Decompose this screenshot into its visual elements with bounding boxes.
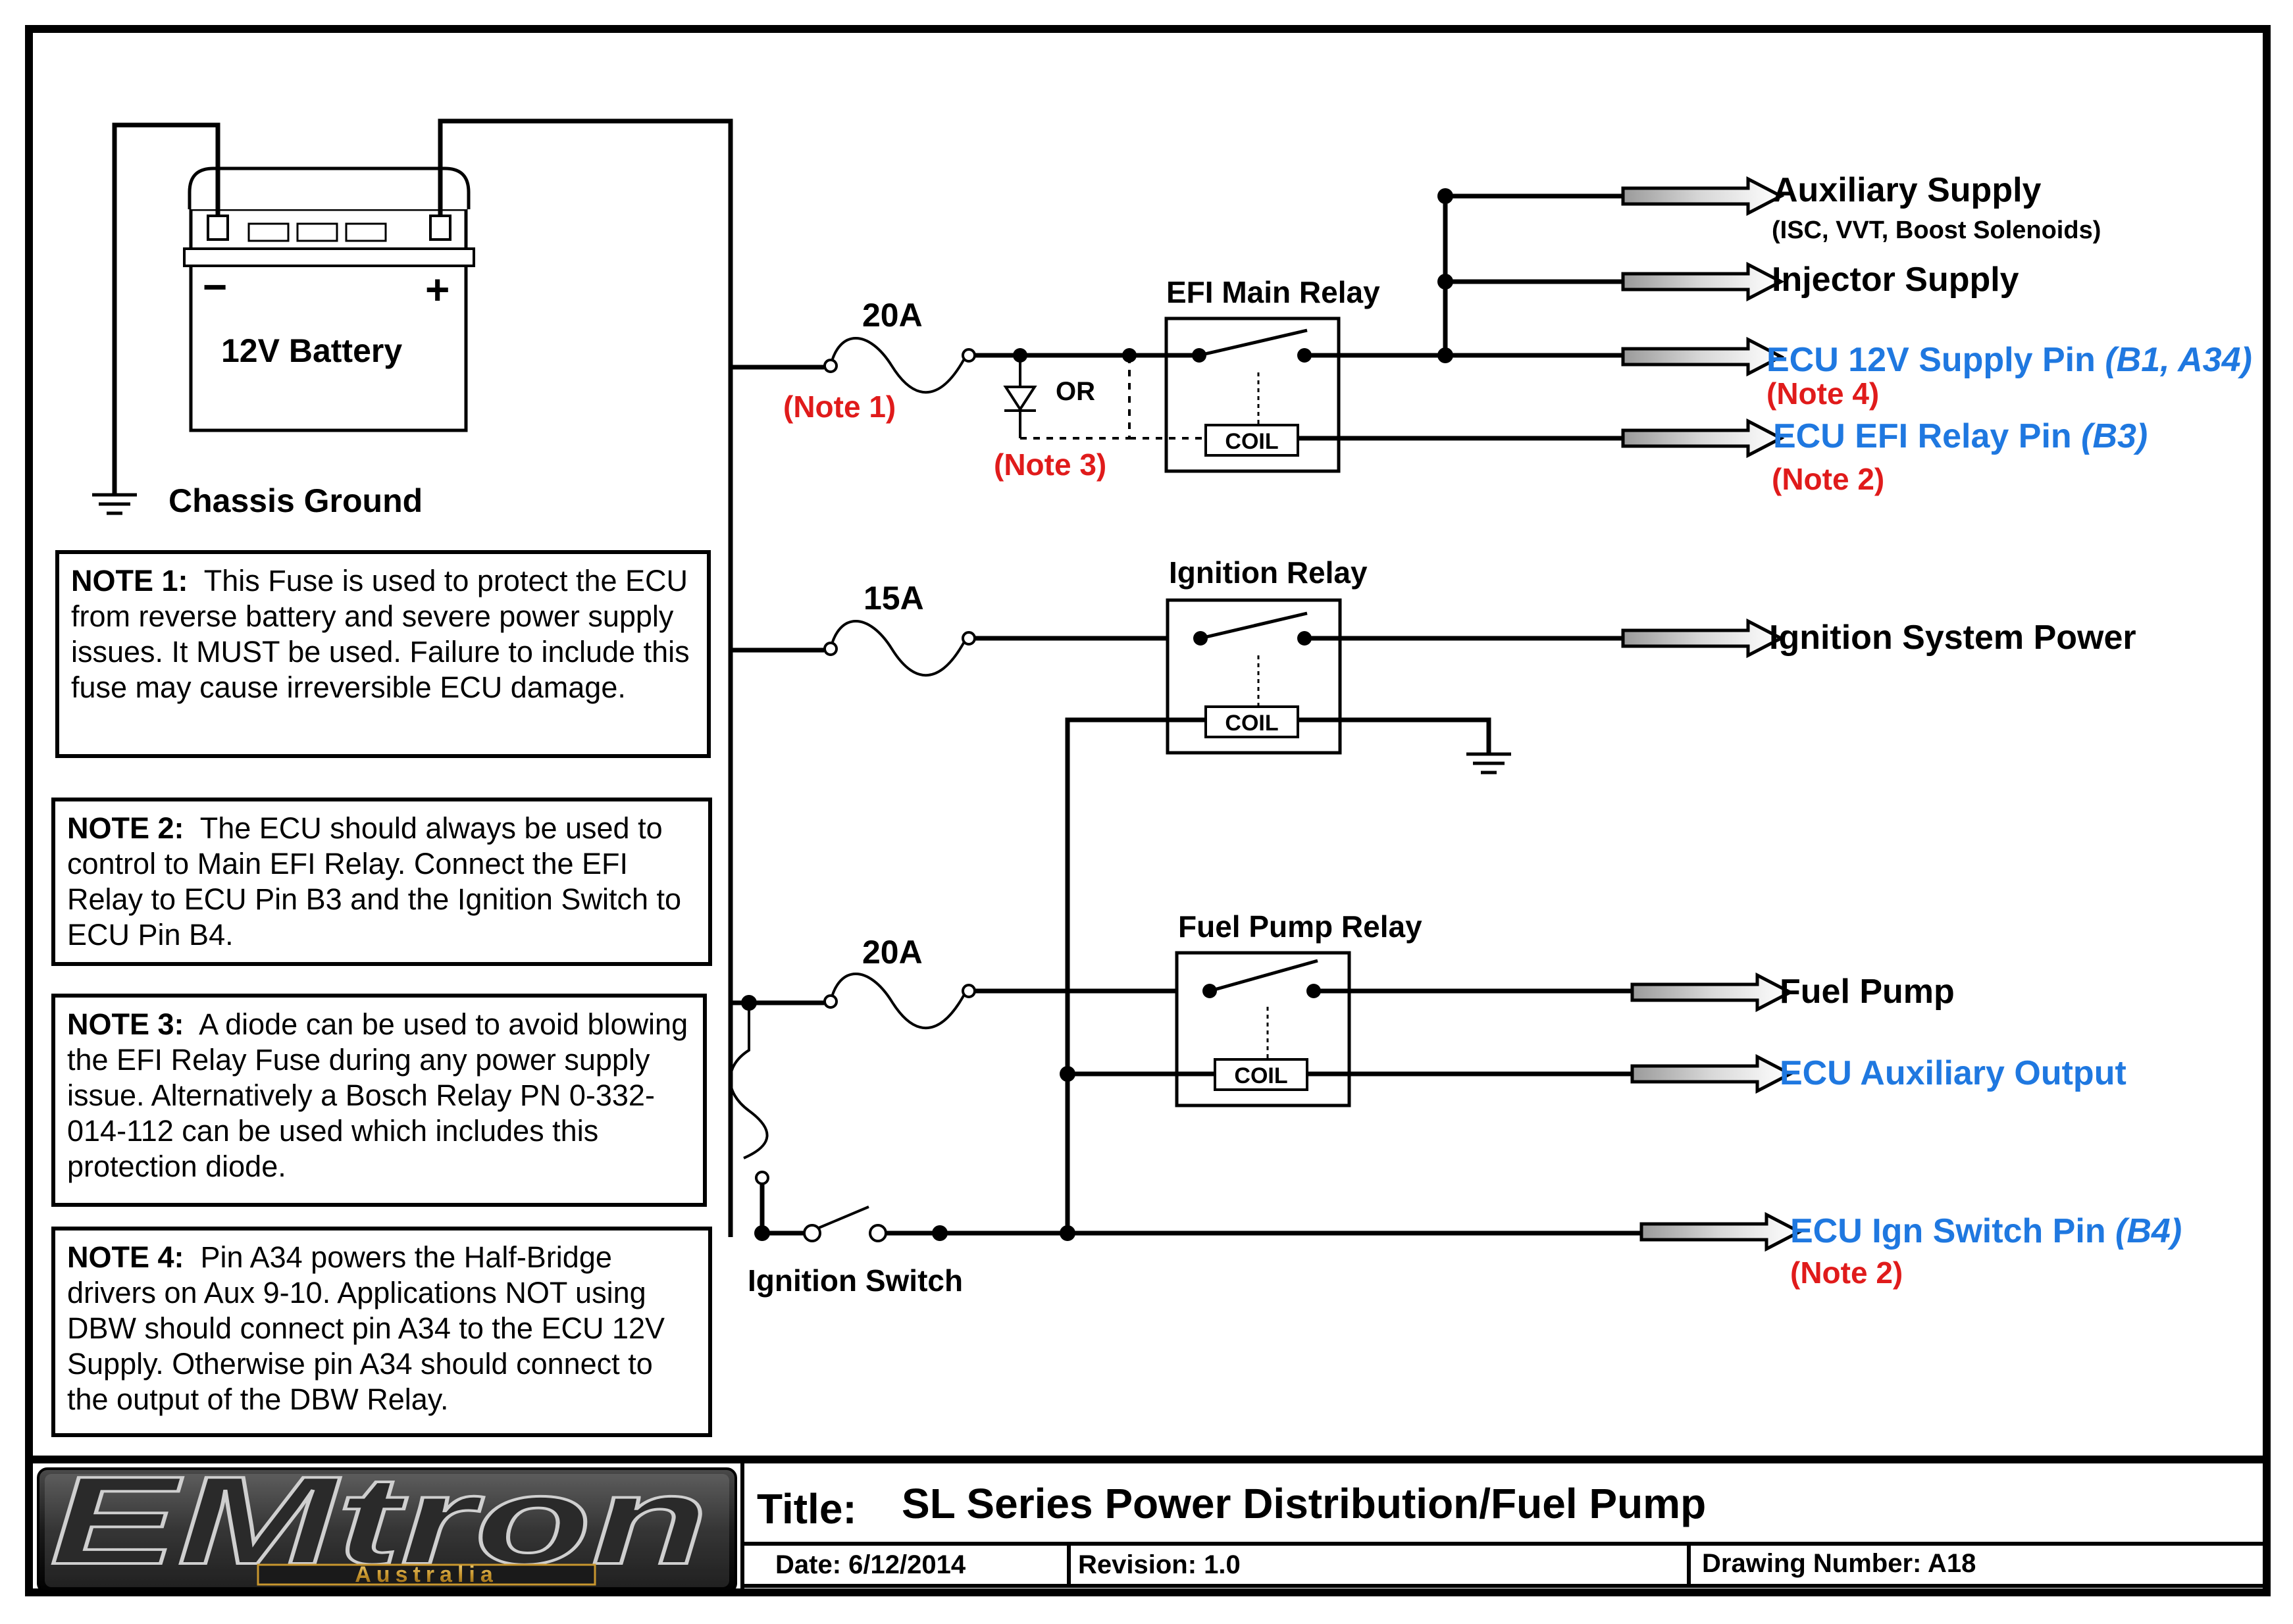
date-field: Date: 6/12/2014 — [775, 1550, 966, 1580]
note-4: NOTE 4: Pin A34 powers the Half-Bridge d… — [51, 1227, 712, 1437]
revision-label: Revision: — [1078, 1550, 1197, 1579]
ecu-efi-relay-label: ECU EFI Relay Pin (B3) — [1773, 417, 2148, 455]
injector-supply-arrow — [1623, 265, 1781, 299]
battery: − + 12V Battery — [183, 166, 475, 432]
battery-label: 12V Battery — [221, 332, 402, 369]
ecu-12v-supply-label: ECU 12V Supply Pin (B1, A34) — [1766, 341, 2252, 379]
ign-fuse-icon — [823, 620, 976, 676]
emtron-logo-subtext: Australia — [355, 1562, 498, 1587]
chassis-ground-icon — [92, 493, 137, 515]
protection-diode-icon — [1003, 355, 1037, 438]
fuel-fuse-rating: 20A — [862, 934, 923, 971]
chassis-ground-label: Chassis Ground — [168, 482, 423, 519]
ign-coil-ground-wire — [1298, 717, 1491, 753]
drawing-number-label: Drawing Number: — [1702, 1549, 1922, 1578]
ign-fuse-rating: 15A — [863, 580, 924, 617]
fuel-coil — [1214, 1058, 1308, 1091]
aux-supply-label: Auxiliary Supply — [1773, 171, 2042, 209]
date-value: 6/12/2014 — [848, 1550, 966, 1579]
note-4-text: Pin A34 powers the Half-Bridge drivers o… — [67, 1240, 665, 1416]
ignition-switch-icon[interactable] — [803, 1205, 887, 1242]
ecu-12v-supply-arrow — [1623, 340, 1781, 374]
sheet-border — [25, 25, 2271, 1596]
note3-ref: (Note 3) — [994, 447, 1106, 482]
note-1: NOTE 1: This Fuse is used to protect the… — [55, 550, 711, 758]
note4-ref: (Note 4) — [1766, 376, 1879, 411]
battery-positive-wire — [438, 118, 733, 1237]
fuel-pump-arrow — [1632, 975, 1790, 1009]
drawing-number-value: A18 — [1928, 1549, 1976, 1578]
ignition-relay-title: Ignition Relay — [1169, 555, 1368, 590]
drawing-number-field: Drawing Number: A18 — [1702, 1549, 1976, 1579]
ecu-aux-output-arrow — [1632, 1057, 1790, 1091]
note1-ref: (Note 1) — [783, 390, 896, 424]
injector-supply-label: Injector Supply — [1772, 261, 2019, 299]
note-3-text: A diode can be used to avoid blowing the… — [67, 1007, 688, 1183]
note-3-title: NOTE 3: — [67, 1007, 184, 1041]
fuel-pump-label: Fuel Pump — [1780, 973, 1955, 1011]
battery-positive-sign: + — [425, 266, 450, 313]
date-label: Date: — [775, 1550, 842, 1579]
ign-system-power-label: Ignition System Power — [1769, 619, 2136, 657]
note2-ref-ign: (Note 2) — [1790, 1256, 1903, 1290]
fuel-fuse-icon — [823, 973, 976, 1029]
ground-wire — [112, 122, 220, 495]
note-1-title: NOTE 1: — [71, 564, 188, 597]
efi-fuse-rating: 20A — [862, 297, 923, 334]
emtron-logo-text: EMtron — [50, 1451, 708, 1590]
note-2-title: NOTE 2: — [67, 811, 184, 845]
note-3: NOTE 3: A diode can be used to avoid blo… — [51, 994, 707, 1207]
title-label: Title: — [757, 1485, 857, 1533]
ign-ground-icon — [1466, 752, 1511, 774]
fuel-coil-label: COIL — [1234, 1063, 1287, 1088]
ecu-ign-switch-label: ECU Ign Switch Pin (B4) — [1790, 1212, 2182, 1250]
title-block: EMtron Australia — [37, 1450, 2269, 1594]
note-4-title: NOTE 4: — [67, 1240, 184, 1274]
note2-ref-efi: (Note 2) — [1772, 462, 1884, 496]
efi-fuse-icon — [823, 337, 976, 393]
aux-supply-subtext: (ISC, VVT, Boost Solenoids) — [1772, 216, 2101, 244]
battery-negative-sign: − — [203, 263, 227, 311]
revision-value: 1.0 — [1204, 1550, 1241, 1579]
aux-supply-arrow — [1623, 179, 1781, 213]
efi-coil-label: COIL — [1225, 429, 1278, 454]
ign-coil — [1204, 705, 1299, 738]
efi-main-relay-title: EFI Main Relay — [1166, 275, 1380, 309]
ecu-ign-switch-arrow — [1641, 1215, 1799, 1249]
ign-coil-feed-wire — [1065, 717, 1206, 1233]
diode-or-label: OR — [1056, 377, 1095, 406]
emtron-logo — [37, 1467, 737, 1594]
fuel-pump-relay-title: Fuel Pump Relay — [1178, 909, 1422, 944]
note-2-text: The ECU should always be used to control… — [67, 811, 682, 952]
ecu-efi-relay-arrow — [1623, 421, 1781, 455]
note-1-text: This Fuse is used to protect the ECU fro… — [71, 564, 690, 704]
ign-system-power-arrow — [1623, 621, 1781, 655]
ignition-switch-label: Ignition Switch — [748, 1263, 963, 1298]
ign-coil-label: COIL — [1225, 711, 1278, 736]
ecu-aux-output-label: ECU Auxiliary Output — [1780, 1054, 2126, 1092]
note-2: NOTE 2: The ECU should always be used to… — [51, 798, 712, 966]
revision-field: Revision: 1.0 — [1078, 1550, 1241, 1580]
switch-fuse-link-icon — [729, 1003, 769, 1185]
drawing-title: SL Series Power Distribution/Fuel Pump — [902, 1480, 1707, 1527]
